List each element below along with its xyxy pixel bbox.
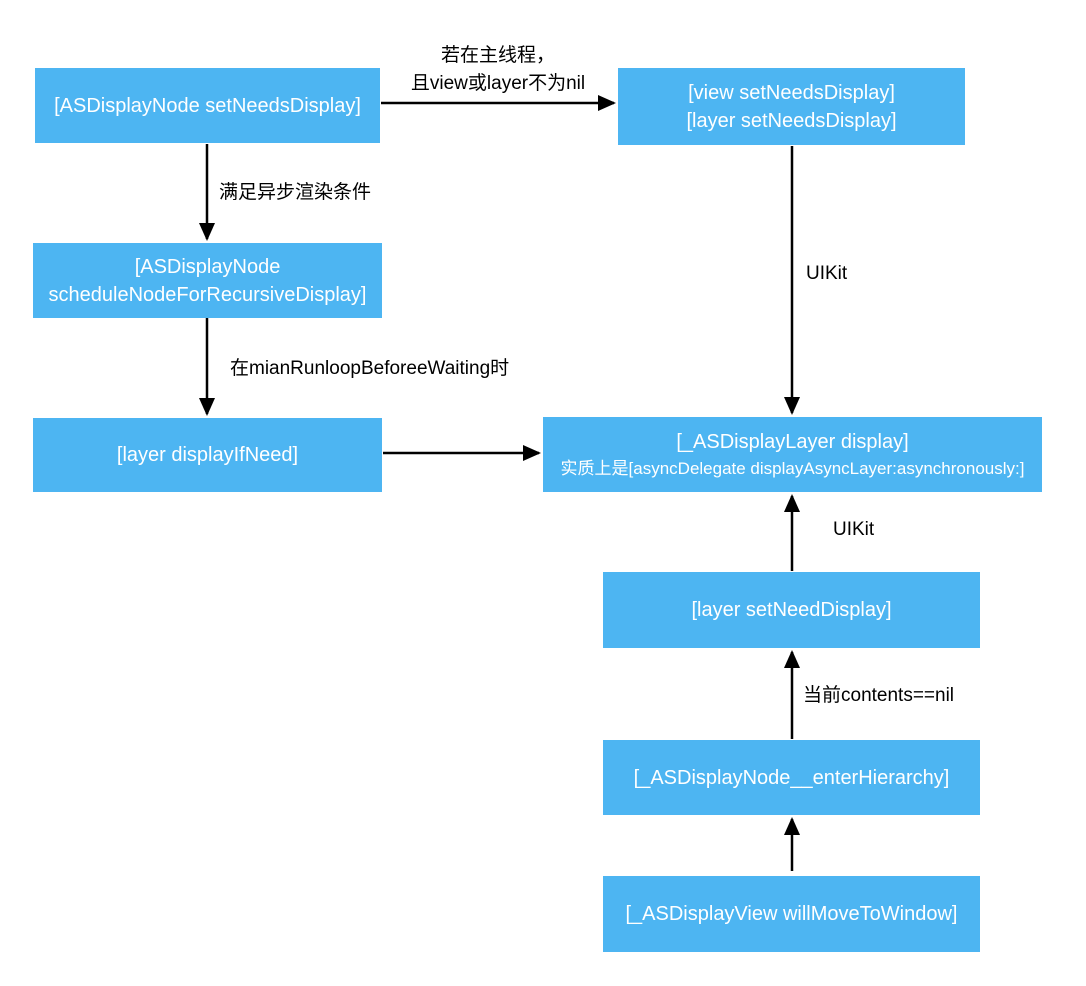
edge-label-runloop-before-waiting: 在mianRunloopBeforeeWaiting时 <box>230 358 510 379</box>
node-view-layer-setneedsdisplay: [view setNeedsDisplay] [layer setNeedsDi… <box>618 68 965 145</box>
node-text-line: [view setNeedsDisplay] <box>688 81 895 104</box>
node-layer-displayifneed: [layer displayIfNeed] <box>33 418 382 492</box>
node-schedulenodeforrecursivedisplay: [ASDisplayNode scheduleNodeForRecursiveD… <box>33 243 382 318</box>
edge-label-main-thread: 若在主线程， 且view或layer不为nil <box>393 42 603 98</box>
edge-label-uikit-top: UIKit <box>806 263 848 284</box>
node-text-subline: 实质上是[asyncDelegate displayAsyncLayer:asy… <box>560 459 1025 478</box>
node-text-line: [ASDisplayNode setNeedsDisplay] <box>54 94 361 117</box>
node-text-line: [layer setNeedDisplay] <box>691 599 892 621</box>
node-asdisplaylayer-display: [_ASDisplayLayer display] 实质上是[asyncDele… <box>543 417 1042 492</box>
node-text-line: [_ASDisplayNode__enterHierarchy] <box>633 766 950 789</box>
edge-label-contents-nil: 当前contents==nil <box>803 685 955 706</box>
edge-label-async-render-condition: 满足异步渲染条件 <box>219 182 372 203</box>
node-layer-setneeddisplay: [layer setNeedDisplay] <box>603 572 980 648</box>
edge-label-line: 且view或layer不为nil <box>410 73 586 94</box>
node-text-line: [_ASDisplayLayer display] <box>676 431 909 453</box>
node-text-line: [ASDisplayNode <box>134 255 281 278</box>
node-text-line: [_ASDisplayView willMoveToWindow] <box>625 903 958 925</box>
node-asdisplayview-willmovetowindow: [_ASDisplayView willMoveToWindow] <box>603 876 980 952</box>
node-text-line: [layer displayIfNeed] <box>116 444 299 466</box>
edge-label-uikit-bottom: UIKit <box>833 519 875 540</box>
node-text-line: [layer setNeedsDisplay] <box>686 109 897 132</box>
node-text-line: scheduleNodeForRecursiveDisplay] <box>48 283 367 306</box>
edge-label-line: 若在主线程， <box>440 45 555 66</box>
node-asdisplaynode-setneedsdisplay: [ASDisplayNode setNeedsDisplay] <box>35 68 380 143</box>
node-asdisplaynode-enterhierarchy: [_ASDisplayNode__enterHierarchy] <box>603 740 980 815</box>
